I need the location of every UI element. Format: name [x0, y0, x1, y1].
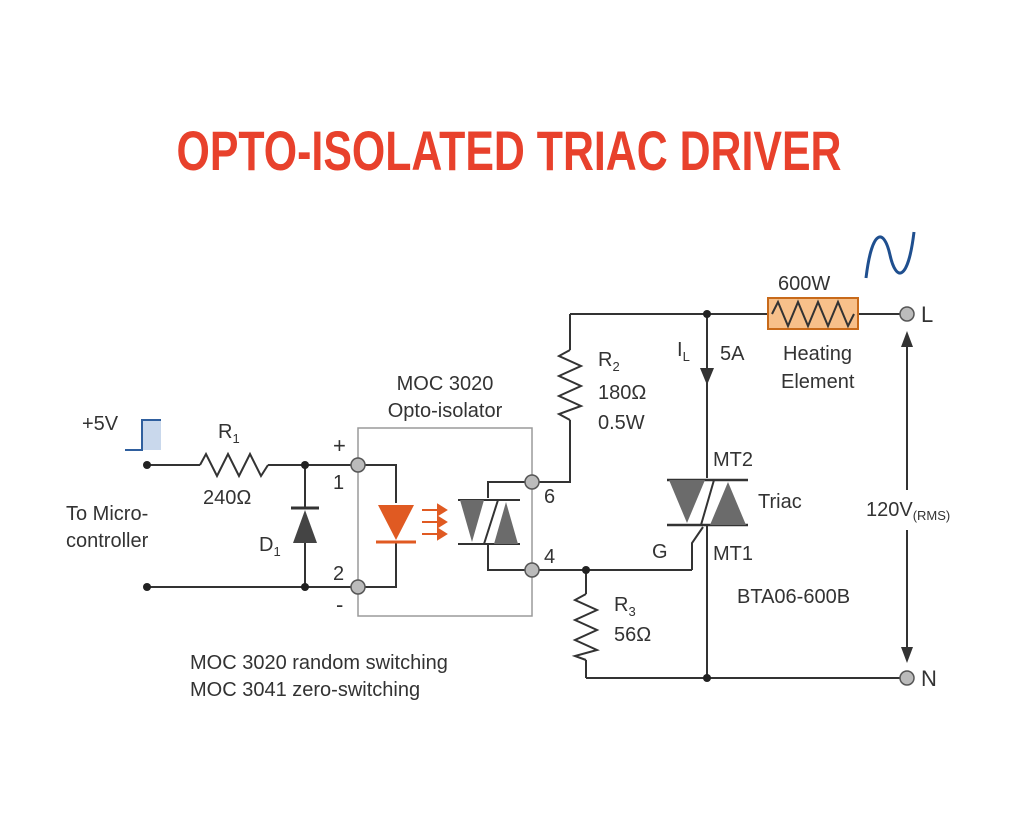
r3-resistor [571, 593, 600, 661]
opto-plus-sign: + [333, 433, 346, 458]
input-voltage: +5V [82, 413, 119, 435]
note-line2: MOC 3041 zero-switching [190, 679, 420, 701]
r3-label: R3 [614, 594, 636, 619]
r2-resistor [556, 349, 584, 421]
note-line1: MOC 3020 random switching [190, 652, 448, 674]
r2-value: 180Ω [598, 382, 646, 404]
r1-value: 240Ω [203, 487, 251, 509]
r1-label: R1 [218, 421, 240, 446]
neutral-terminal-label: N [921, 666, 937, 691]
input-source-line1: To Micro- [66, 503, 148, 525]
d1-diode [291, 506, 319, 543]
mains-voltage-label: 120V(RMS) [866, 499, 950, 523]
page-title: OPTO-ISOLATED TRIAC DRIVER [177, 119, 842, 182]
load-name-line1: Heating [783, 343, 852, 365]
opto-pin6-label: 6 [544, 486, 555, 508]
opto-pins [350, 457, 540, 595]
d1-label: D1 [259, 534, 281, 559]
opto-pin1-label: 1 [333, 472, 344, 494]
triac-part-number: BTA06-600B [737, 586, 850, 608]
opto-pin2-label: 2 [333, 563, 344, 585]
voltage-label-bg [862, 492, 972, 528]
wires [147, 313, 907, 679]
opto-diac [458, 499, 520, 545]
pulse-icon [125, 419, 161, 451]
junction-dots [143, 310, 711, 682]
opto-minus-sign: - [336, 592, 343, 617]
triac-mt2-label: MT2 [713, 449, 753, 471]
r2-label: R2 [598, 349, 620, 374]
opto-title-line2: Opto-isolator [388, 400, 503, 422]
triac-symbol [667, 478, 748, 527]
heating-element [767, 297, 859, 330]
r1-resistor [199, 451, 269, 479]
load-current-value: 5A [720, 343, 745, 365]
r2-power: 0.5W [598, 412, 645, 434]
load-name-line2: Element [781, 371, 855, 393]
input-source-line2: controller [66, 530, 149, 552]
opto-pin4-label: 4 [544, 546, 555, 568]
ac-sine-icon [864, 231, 916, 279]
mains-terminals [899, 306, 915, 686]
triac-label: Triac [758, 491, 802, 513]
load-power: 600W [778, 273, 830, 295]
opto-title-line1: MOC 3020 [397, 373, 494, 395]
r3-value: 56Ω [614, 624, 651, 646]
triac-gate-label: G [652, 541, 668, 563]
triac-mt1-label: MT1 [713, 543, 753, 565]
led-emitter [376, 503, 448, 544]
voltage-arrow [901, 331, 913, 663]
opto-isolator-box [357, 427, 533, 617]
live-terminal-label: L [921, 302, 933, 327]
load-current-label: IL [677, 339, 690, 364]
current-arrow [700, 368, 714, 385]
